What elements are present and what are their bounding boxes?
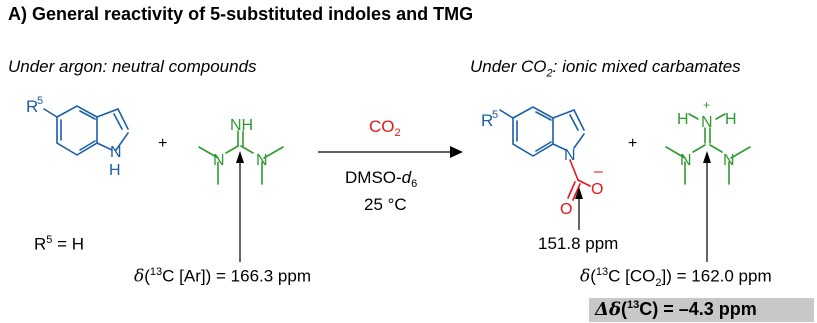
tmgh-h-right: H	[725, 111, 737, 128]
carbamate-r-letter: R	[481, 111, 493, 130]
plus-sign-right: +	[628, 135, 637, 152]
tmgh-shift-label: δ(13C [CO2]) = 162.0 ppm	[580, 266, 772, 289]
indole-structure	[43, 105, 129, 156]
plus-sign-left: +	[158, 135, 167, 152]
tmgh-shift-sub: 2	[655, 277, 662, 290]
carbamate-o-right: O	[591, 181, 603, 198]
tmgh-structure	[665, 113, 751, 185]
carbamate-shift-label: 151.8 ppm	[538, 234, 619, 253]
tmgh-n-left: N	[680, 152, 692, 169]
solvent-main: DMSO-	[345, 168, 402, 187]
r5-def-post: = H	[52, 234, 85, 254]
tmg-structure	[198, 130, 284, 185]
r5-definition: R5 = H	[34, 234, 84, 255]
tmg-shift-rest: C [Ar]) = 166.3 ppm	[162, 266, 311, 286]
tmg-shift-label: δ(13C [Ar]) = 166.3 ppm	[134, 266, 311, 287]
tmg-n-left: N	[213, 152, 225, 169]
tmg-shift-sup: 13	[149, 266, 163, 278]
tmgh-shift-open: (	[590, 266, 596, 286]
delta-shift-sup: 13	[626, 299, 640, 311]
delta-shift-box	[589, 298, 814, 322]
tmgh-plus-charge: +	[703, 98, 710, 112]
delta-shift-open: (	[620, 299, 627, 319]
tmg-shift-open: (	[144, 266, 150, 286]
tmgh-shift-delta: δ	[580, 266, 591, 287]
condition-right: Under CO2: ionic mixed carbamates	[470, 57, 741, 79]
indole-r-number: 5	[37, 95, 43, 107]
tmgh-pointer-head	[703, 151, 711, 163]
solvent-italic: d	[402, 168, 412, 187]
reaction-arrow-head	[450, 146, 463, 158]
carbamate-n-label: N	[564, 147, 576, 164]
carbamate-pointer-head	[575, 187, 583, 199]
tmg-imine-label: NH	[230, 117, 253, 134]
tmg-pointer-head	[236, 151, 244, 163]
reagent-co2-sub: 2	[395, 127, 401, 139]
tmg-n-right: N	[256, 152, 268, 169]
carbamate-co2-part	[567, 159, 591, 201]
carbamate-charge: –	[594, 163, 603, 180]
tmg-shift-delta: δ	[134, 266, 145, 287]
condition-right-pre: Under CO	[470, 57, 547, 76]
indole-h-label: H	[109, 162, 121, 179]
solvent-sub: 6	[411, 178, 417, 190]
condition-left: Under argon: neutral compounds	[8, 57, 257, 76]
tmgh-shift-rest: C [CO	[608, 266, 656, 286]
section-title: A) General reactivity of 5-substituted i…	[8, 4, 474, 24]
tmgh-n-right: N	[723, 152, 735, 169]
delta-shift-rest: C) = –4.3 ppm	[639, 299, 757, 319]
solvent-label: DMSO-d6	[345, 168, 417, 190]
temperature-label: 25 °C	[364, 195, 407, 214]
delta-shift-prefix: Δδ	[595, 299, 621, 320]
indole-r-letter: R	[26, 97, 38, 116]
tmgh-n-top: N	[701, 114, 713, 131]
condition-right-post: : ionic mixed carbamates	[552, 57, 741, 76]
reagent-co2-main: CO	[369, 117, 395, 136]
reagent-co2: CO2	[369, 117, 401, 139]
tmgh-h-left: H	[677, 111, 689, 128]
tmgh-shift-end: ]) = 162.0 ppm	[661, 266, 772, 286]
carbamate-o-left: O	[560, 201, 572, 218]
r5-def-pre: R	[34, 234, 47, 254]
condition-right-sub: 2	[546, 67, 553, 80]
r5-def-sup: 5	[46, 234, 53, 246]
carbamate-structure	[499, 106, 585, 157]
indole-n-label: N	[110, 144, 122, 161]
delta-shift-label: Δδ(13C) = –4.3 ppm	[595, 299, 757, 320]
tmgh-shift-sup: 13	[595, 266, 609, 278]
carbamate-r-number: 5	[492, 109, 498, 121]
